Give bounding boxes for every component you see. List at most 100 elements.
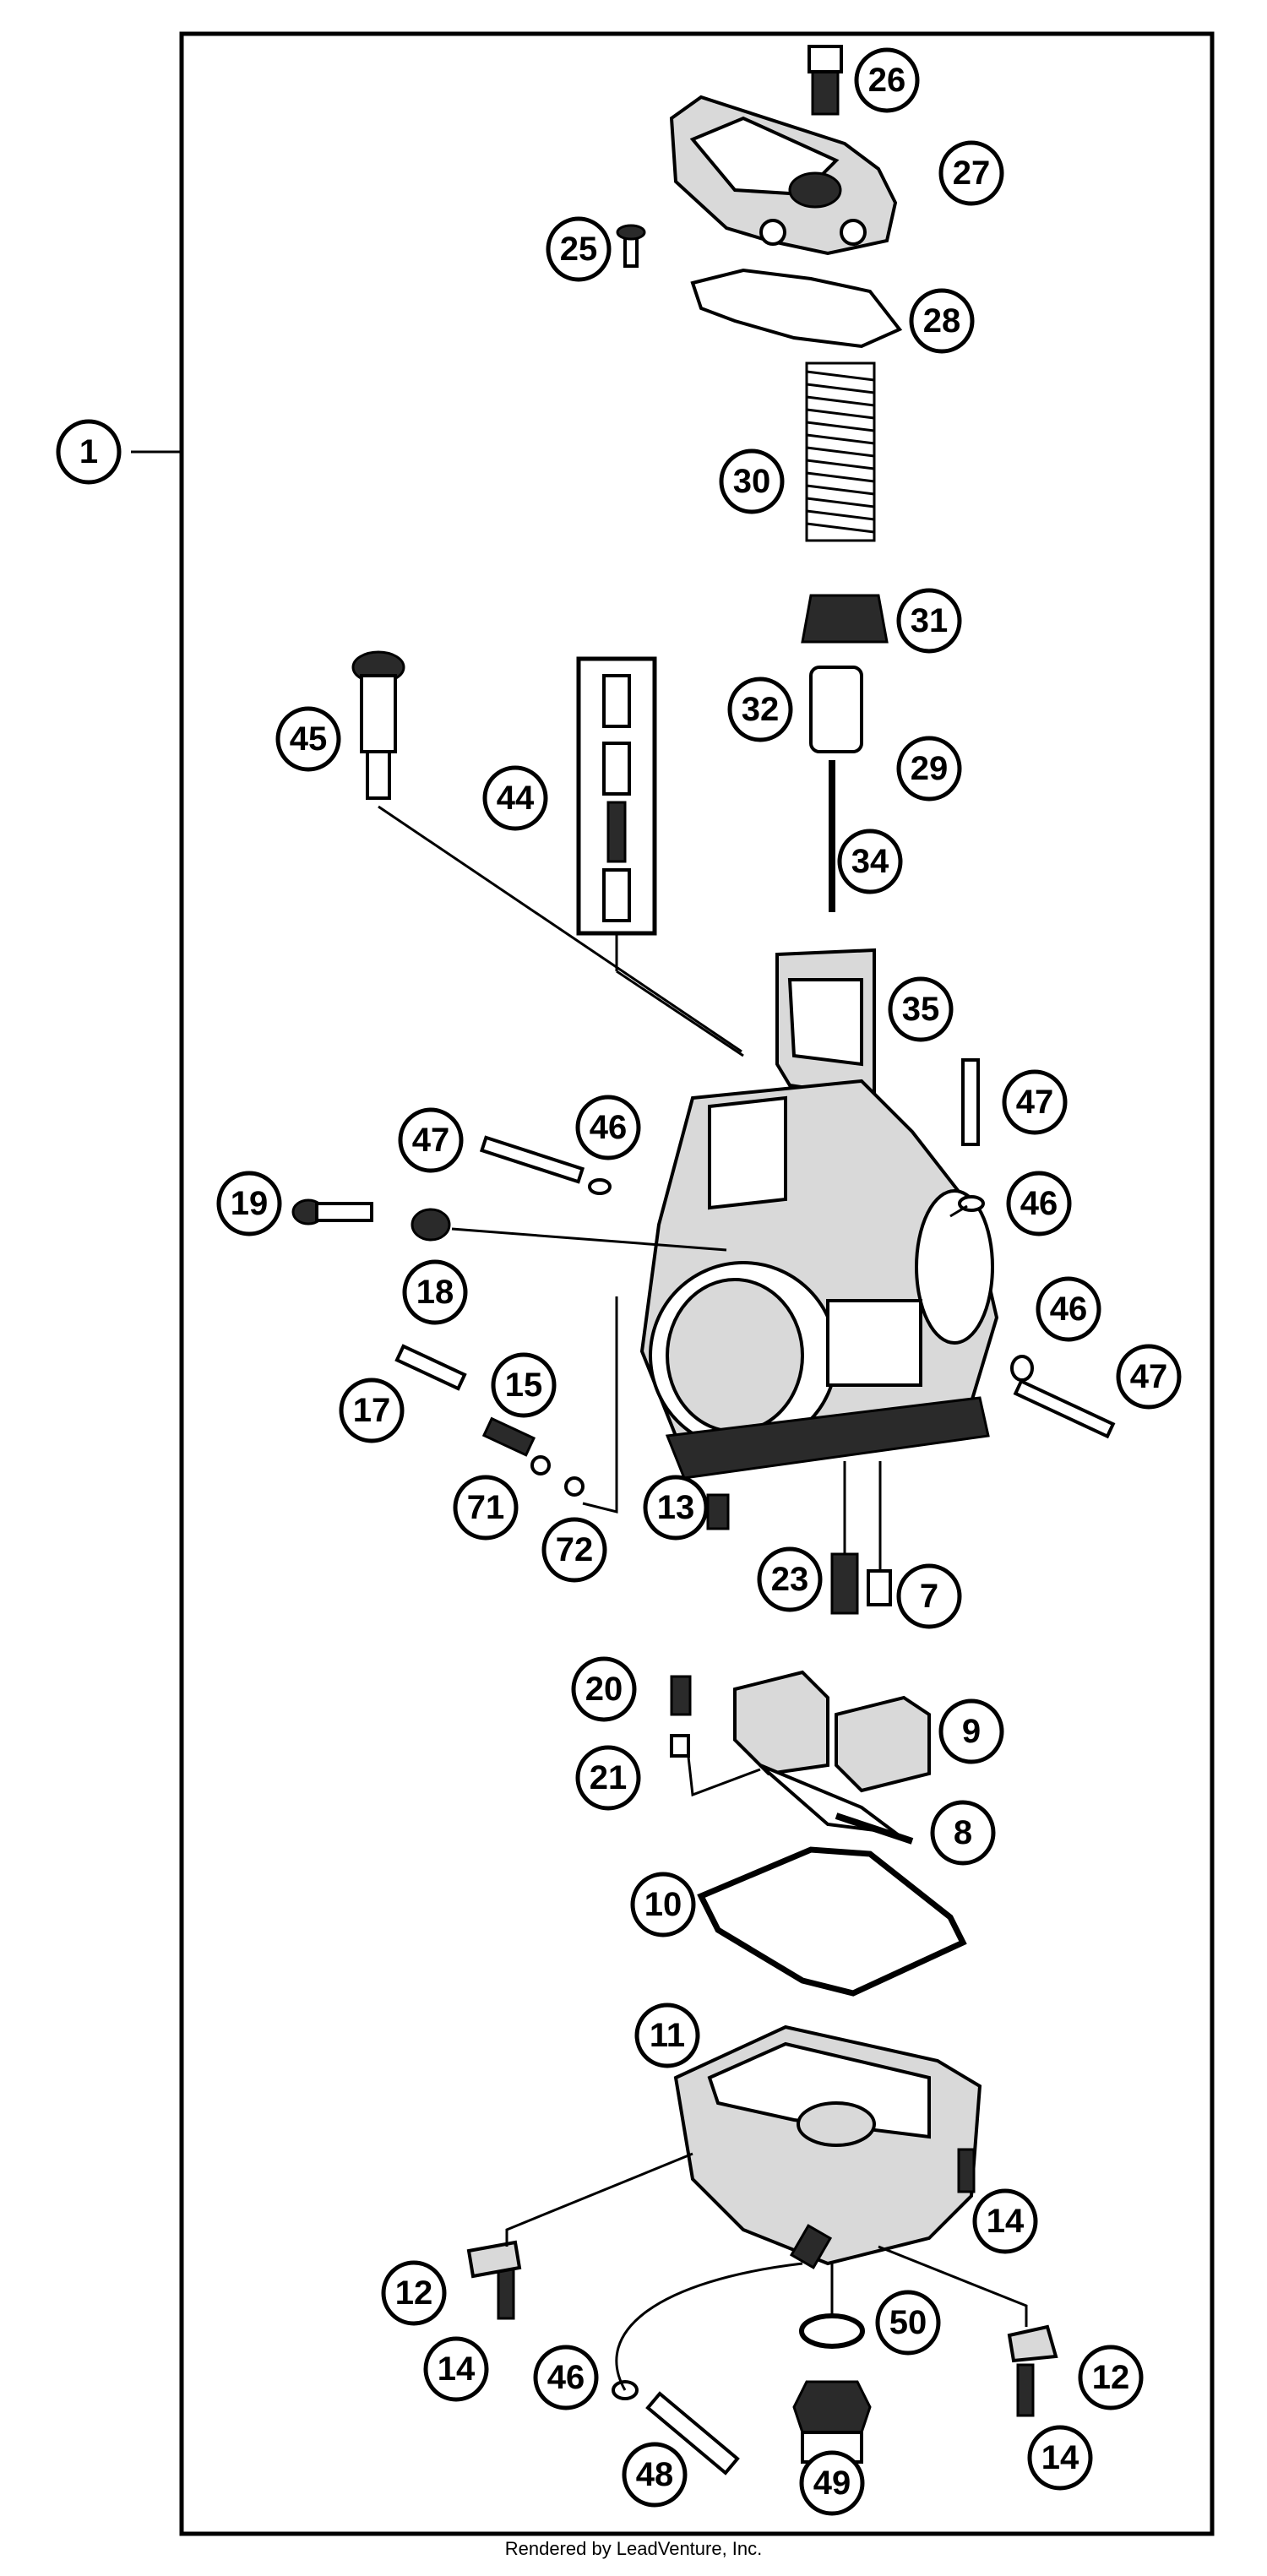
spring-30	[805, 361, 876, 542]
callout-circle	[799, 2450, 865, 2516]
callout-circle	[571, 1656, 637, 1722]
callout-label: 18	[416, 1274, 454, 1311]
needle-valve-20	[670, 1675, 692, 1716]
footer-credit: Rendered by LeadVenture, Inc.	[504, 2538, 763, 2559]
callout-label: 12	[1092, 2359, 1130, 2396]
callout-label: 15	[505, 1367, 543, 1404]
callout-71: 71	[453, 1475, 519, 1541]
callout-48: 48	[622, 2442, 688, 2508]
callout-circle	[854, 47, 920, 113]
callout-label: 47	[1016, 1084, 1054, 1121]
callout-circle	[888, 976, 954, 1042]
callout-circle	[575, 1095, 641, 1160]
callout-14: 14	[1027, 2425, 1093, 2491]
spring-15	[481, 1416, 536, 1457]
callout-circle	[938, 1698, 1004, 1764]
callout-label: 30	[733, 463, 771, 500]
callout-20: 20	[571, 1656, 637, 1722]
jet-13	[706, 1493, 730, 1530]
clip-46c	[1010, 1355, 1034, 1382]
washer-71	[530, 1455, 551, 1475]
callout-46: 46	[1036, 1276, 1101, 1342]
vent-tube-47c	[1013, 1378, 1116, 1439]
callout-circle	[1027, 2425, 1093, 2491]
callout-label: 17	[353, 1392, 391, 1429]
callout-circle	[1036, 1276, 1101, 1342]
callout-18: 18	[402, 1259, 468, 1325]
callout-12: 12	[381, 2260, 447, 2326]
float-bowl-11	[673, 2024, 982, 2269]
callout-35: 35	[888, 976, 954, 1042]
callout-circle	[837, 829, 903, 894]
callout-34: 34	[837, 829, 903, 894]
callout-label: 1	[79, 433, 98, 470]
callout-circle	[453, 1475, 519, 1541]
jet-7	[867, 1569, 892, 1606]
bowl-screw-14c	[1016, 2363, 1035, 2417]
callout-label: 7	[920, 1578, 938, 1615]
callout-circle	[643, 1475, 709, 1541]
callout-21: 21	[575, 1745, 641, 1811]
callout-13: 13	[643, 1475, 709, 1541]
callout-circle	[622, 2442, 688, 2508]
drain-hose-48	[645, 2391, 740, 2475]
callout-label: 12	[395, 2274, 433, 2312]
callout-45: 45	[275, 706, 341, 772]
clip-46a	[588, 1178, 612, 1195]
callout-circle	[1116, 1344, 1182, 1410]
oring-50	[799, 2313, 865, 2349]
callout-19: 19	[216, 1171, 282, 1236]
idle-screw-19	[291, 1198, 373, 1226]
callout-circle	[875, 2290, 941, 2356]
callout-label: 32	[742, 691, 780, 728]
callout-46: 46	[533, 2345, 599, 2410]
callout-circle	[402, 1259, 468, 1325]
callout-label: 10	[644, 1886, 682, 1923]
callout-72: 72	[541, 1517, 607, 1583]
callout-label: 45	[290, 720, 328, 758]
retainer-31	[801, 594, 889, 644]
float-assembly-9	[733, 1670, 931, 1835]
callout-44: 44	[482, 765, 548, 831]
callout-17: 17	[339, 1378, 405, 1443]
bracket-12a	[466, 2240, 522, 2279]
callout-label: 13	[657, 1489, 695, 1526]
clip-21	[670, 1734, 690, 1758]
bowl-screw-14a	[957, 2148, 976, 2193]
callout-label: 46	[1050, 1291, 1088, 1328]
callout-label: 44	[497, 780, 535, 817]
callout-8: 8	[930, 1800, 996, 1866]
callout-label: 27	[953, 155, 991, 192]
callout-26: 26	[854, 47, 920, 113]
callout-label: 25	[560, 231, 598, 268]
callout-46: 46	[575, 1095, 641, 1160]
callout-circle	[541, 1517, 607, 1583]
callout-label: 46	[547, 2359, 585, 2396]
callout-circle	[381, 2260, 447, 2326]
vent-tube-47a	[479, 1135, 585, 1184]
callout-30: 30	[719, 448, 785, 514]
callout-circle	[216, 1171, 282, 1236]
callout-label: 49	[813, 2465, 851, 2502]
callout-circle	[930, 1800, 996, 1866]
callout-14: 14	[972, 2188, 1038, 2254]
callout-50: 50	[875, 2290, 941, 2356]
callout-circle	[719, 448, 785, 514]
callout-label: 8	[954, 1814, 972, 1851]
jet-23	[830, 1552, 859, 1615]
callout-label: 19	[231, 1185, 269, 1222]
callout-label: 23	[771, 1561, 809, 1598]
callout-31: 31	[896, 588, 962, 654]
callout-10: 10	[630, 1872, 696, 1937]
callout-circle	[630, 1872, 696, 1937]
callout-circle	[482, 765, 548, 831]
callout-circle	[56, 419, 122, 485]
callout-label: 50	[889, 2304, 927, 2341]
callout-label: 20	[585, 1671, 623, 1708]
callout-label: 21	[590, 1759, 628, 1796]
callout-label: 48	[636, 2456, 674, 2493]
callout-15: 15	[491, 1352, 557, 1418]
bracket-12b	[1007, 2324, 1058, 2363]
callout-circle	[491, 1352, 557, 1418]
